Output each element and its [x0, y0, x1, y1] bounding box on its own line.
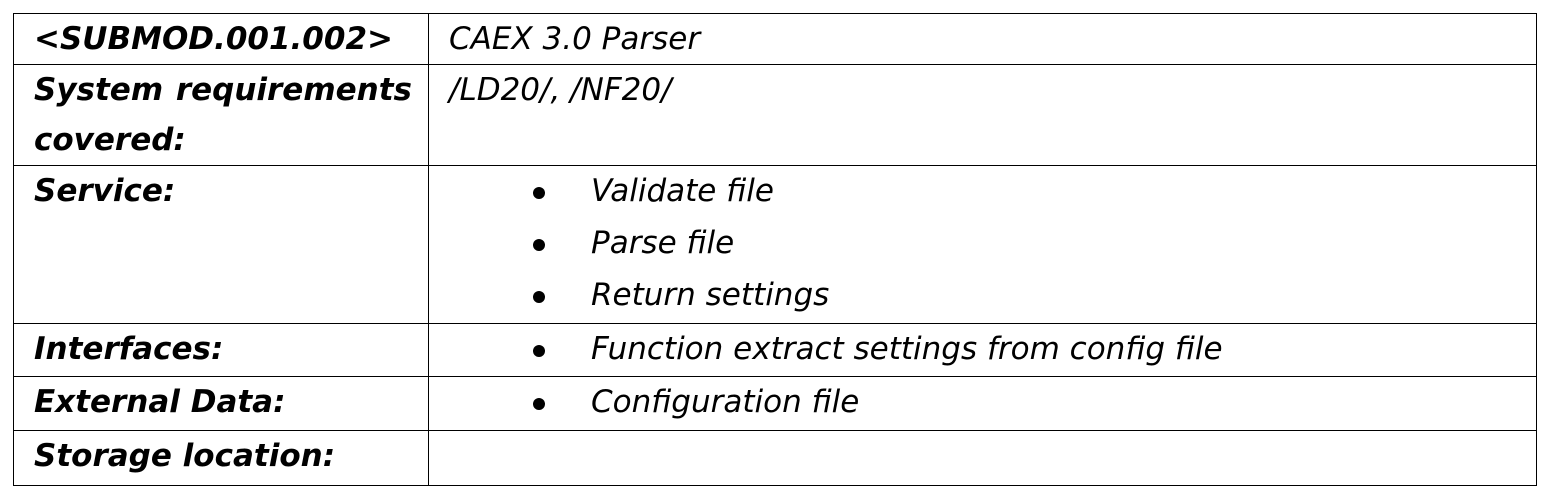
- interfaces-list: Function extract settings from config fi…: [449, 324, 1536, 376]
- list-item: Return settings: [449, 270, 1536, 322]
- table-row-external-data: External Data: Configuration file: [13, 376, 1537, 431]
- service-value: Validate file Parse file Return settings: [428, 165, 1537, 324]
- interfaces-label: Interfaces:: [13, 323, 429, 377]
- table-row-storage-location: Storage location:: [13, 430, 1537, 486]
- list-item: Configuration file: [449, 377, 1536, 429]
- bullet-icon: [533, 345, 545, 357]
- external-data-list: Configuration file: [449, 377, 1536, 429]
- storage-location-value: [428, 430, 1537, 486]
- bullet-icon: [533, 398, 545, 410]
- table-row-service: Service: Validate file Parse file Return…: [13, 165, 1537, 324]
- bullet-icon: [533, 239, 545, 251]
- bullet-icon: [533, 291, 545, 303]
- service-label: Service:: [13, 165, 429, 324]
- system-requirements-value: /LD20/, /NF20/: [428, 64, 1537, 166]
- table-row-submodule-id: <SUBMOD.001.002> CAEX 3.0 Parser: [13, 13, 1537, 65]
- list-item: Parse file: [449, 218, 1536, 270]
- external-data-label: External Data:: [13, 376, 429, 431]
- bullet-icon: [533, 187, 545, 199]
- external-data-item-text: Configuration file: [591, 384, 860, 420]
- service-item-text: Parse file: [591, 225, 735, 261]
- service-list: Validate file Parse file Return settings: [449, 166, 1536, 322]
- table-row-system-requirements: System requirements covered: /LD20/, /NF…: [13, 64, 1537, 166]
- table-row-interfaces: Interfaces: Function extract settings fr…: [13, 323, 1537, 377]
- submodule-spec-table: <SUBMOD.001.002> CAEX 3.0 Parser System …: [13, 13, 1537, 486]
- interfaces-item-text: Function extract settings from config fi…: [591, 331, 1223, 367]
- list-item: Function extract settings from config fi…: [449, 324, 1536, 376]
- submodule-name-value: CAEX 3.0 Parser: [428, 13, 1537, 65]
- interfaces-value: Function extract settings from config fi…: [428, 323, 1537, 377]
- system-requirements-label: System requirements covered:: [13, 64, 429, 166]
- external-data-value: Configuration file: [428, 376, 1537, 431]
- storage-location-label: Storage location:: [13, 430, 429, 486]
- submodule-id-label: <SUBMOD.001.002>: [13, 13, 429, 65]
- service-item-text: Validate file: [591, 173, 774, 209]
- list-item: Validate file: [449, 166, 1536, 218]
- service-item-text: Return settings: [591, 277, 830, 313]
